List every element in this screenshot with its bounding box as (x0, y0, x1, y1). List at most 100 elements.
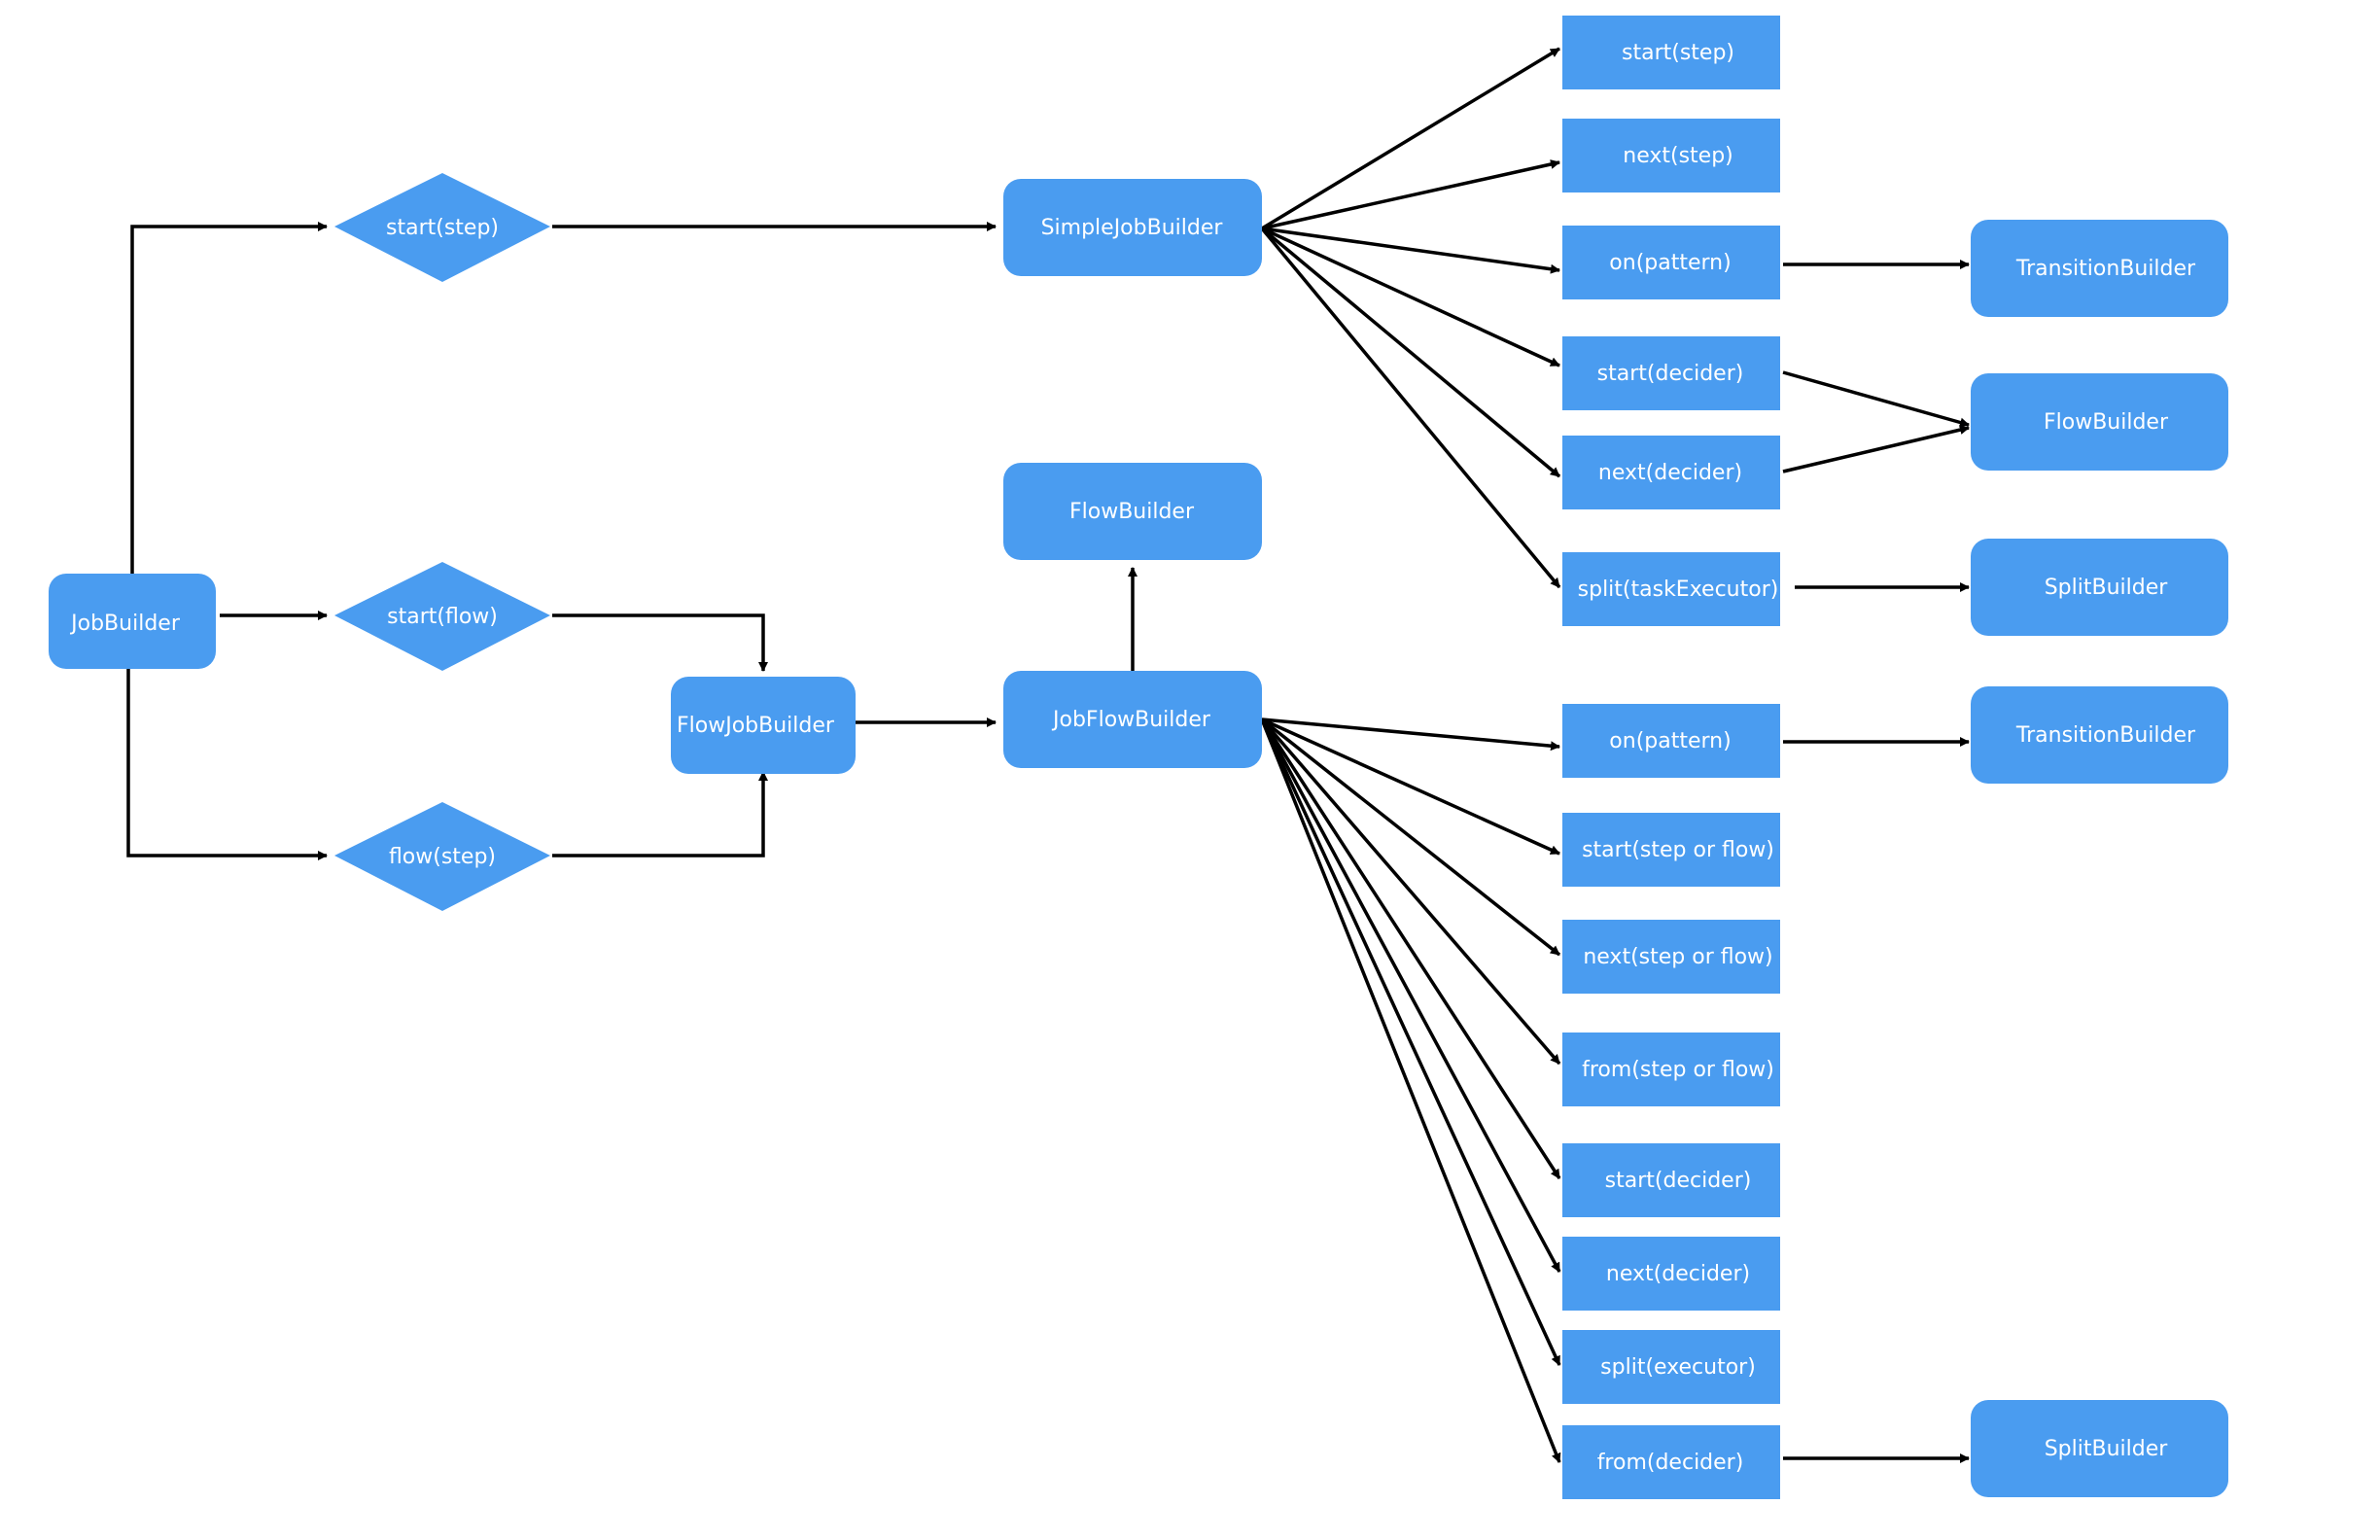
method-label: split(taskExecutor) (1578, 578, 1779, 602)
method-sjb-start-decider: start(decider) (1562, 336, 1780, 410)
edge-jobbuilder-to-flow-step (126, 669, 328, 860)
node-sjb-transitionbuilder: TransitionBuilder (1971, 220, 2228, 317)
edge-jfb-to-from-decider (1260, 718, 1561, 1463)
edges (126, 47, 1970, 1463)
edge-start-flow-to-flowjobbuilder (552, 613, 768, 672)
node-sjb-splitbuilder: SplitBuilder (1971, 539, 2228, 636)
edge-jfb-to-next-step-or-flow (1260, 718, 1561, 957)
method-label: next(step) (1623, 144, 1733, 168)
diamond-shape (334, 802, 550, 911)
method-sjb-split-task-executor: split(taskExecutor) (1562, 552, 1780, 626)
node-jfb-transitionbuilder: TransitionBuilder (1971, 686, 2228, 784)
edge-jfb-to-start-step-or-flow (1261, 718, 1560, 856)
method-sjb-start-step: start(step) (1562, 16, 1780, 89)
method-shape (1562, 552, 1780, 626)
node-sjb-flowbuilder: FlowBuilder (1971, 373, 2228, 471)
node-simplejobbuilder: SimpleJobBuilder (1003, 179, 1262, 276)
edge-jfb-to-next-decider (1260, 718, 1561, 1273)
method-jfb-start-step-or-flow: start(step or flow) (1562, 813, 1780, 887)
node-label: SplitBuilder (2045, 1437, 2169, 1461)
node-label: TransitionBuilder (2015, 723, 2196, 748)
node-label: FlowJobBuilder (677, 714, 835, 738)
method-shape (1562, 813, 1780, 887)
method-label: start(step or flow) (1582, 838, 1774, 862)
node-shape (1971, 1400, 2228, 1497)
method-shape (1562, 16, 1780, 89)
method-jfb-from-step-or-flow: from(step or flow) (1562, 1032, 1780, 1106)
method-label: next(step or flow) (1583, 945, 1772, 969)
edge-start-decider-to-flowbuilder (1782, 370, 1970, 428)
node-label: SplitBuilder (2045, 576, 2169, 600)
method-label: next(decider) (1606, 1262, 1750, 1286)
method-shape (1562, 226, 1780, 299)
node-label: FlowBuilder (1069, 500, 1195, 524)
edge-sjb-to-next-step (1261, 159, 1560, 230)
method-sjb-next-step: next(step) (1562, 119, 1780, 192)
edge-sjb-to-split-task-executor (1260, 227, 1561, 589)
method-label: start(step) (1622, 41, 1734, 65)
edge-sjb-to-next-decider (1260, 227, 1561, 478)
method-sjb-next-decider: next(decider) (1562, 436, 1780, 509)
edge-jfb-to-split-executor (1260, 718, 1561, 1366)
diamond-label: flow(step) (389, 845, 496, 869)
node-shape (1003, 671, 1262, 768)
diamond-shape (334, 173, 550, 282)
node-label: JobBuilder (69, 612, 181, 636)
diamond-start-step: start(step) (334, 173, 550, 282)
method-sjb-on-pattern: on(pattern) (1562, 226, 1780, 299)
edge-sjb-to-start-step (1261, 47, 1560, 230)
method-jfb-from-decider: from(decider) (1562, 1425, 1780, 1499)
method-label: from(step or flow) (1582, 1058, 1774, 1082)
node-shape (1971, 220, 2228, 317)
edge-jfb-to-start-decider (1260, 718, 1561, 1179)
method-jfb-next-step-or-flow: next(step or flow) (1562, 920, 1780, 994)
diamond-flow-step: flow(step) (334, 802, 550, 911)
node-label: JobFlowBuilder (1051, 708, 1211, 732)
node-shape (1971, 373, 2228, 471)
method-jfb-next-decider: next(decider) (1562, 1237, 1780, 1311)
method-label: start(decider) (1597, 362, 1744, 386)
method-label: split(executor) (1600, 1355, 1756, 1380)
nodes: JobBuilder start(step) start(flow) flow(… (49, 16, 2228, 1499)
node-shape (671, 677, 856, 774)
method-label: start(decider) (1605, 1169, 1752, 1193)
method-shape (1562, 1425, 1780, 1499)
method-label: on(pattern) (1609, 729, 1731, 753)
method-label: on(pattern) (1609, 251, 1731, 275)
node-jfb-splitbuilder: SplitBuilder (1971, 1400, 2228, 1497)
node-shape (1003, 463, 1262, 560)
method-shape (1562, 1143, 1780, 1217)
node-label: FlowBuilder (2044, 410, 2169, 435)
method-shape (1562, 436, 1780, 509)
method-label: next(decider) (1598, 461, 1742, 485)
node-jobflowbuilder: JobFlowBuilder (1003, 671, 1262, 768)
method-shape (1562, 920, 1780, 994)
edge-jfb-to-on-pattern (1261, 718, 1560, 752)
node-shape (49, 574, 216, 669)
method-jfb-on-pattern: on(pattern) (1562, 704, 1780, 778)
node-flowjobbuilder: FlowJobBuilder (671, 677, 856, 774)
node-jobbuilder: JobBuilder (49, 574, 216, 669)
diamond-label: start(step) (386, 216, 499, 240)
edge-sjb-to-start-decider (1261, 227, 1560, 368)
node-label: TransitionBuilder (2015, 257, 2196, 281)
edge-flow-step-to-flowjobbuilder (552, 771, 768, 858)
diamond-label: start(flow) (387, 605, 498, 629)
method-shape (1562, 1237, 1780, 1311)
edge-jobbuilder-to-start-step (130, 222, 328, 574)
edge-jfb-to-from-step-or-flow (1260, 718, 1561, 1066)
node-label: SimpleJobBuilder (1041, 216, 1224, 240)
node-shape (1003, 179, 1262, 276)
diamond-start-flow: start(flow) (334, 562, 550, 671)
node-flowbuilder-top: FlowBuilder (1003, 463, 1262, 560)
method-shape (1562, 336, 1780, 410)
diamond-shape (334, 562, 550, 671)
edge-next-decider-to-flowbuilder (1782, 425, 1970, 473)
node-shape (1971, 686, 2228, 784)
method-label: from(decider) (1597, 1451, 1744, 1475)
method-shape (1562, 1330, 1780, 1404)
method-jfb-split-executor: split(executor) (1562, 1330, 1780, 1404)
node-shape (1971, 539, 2228, 636)
edge-sjb-to-on-pattern (1261, 227, 1560, 274)
